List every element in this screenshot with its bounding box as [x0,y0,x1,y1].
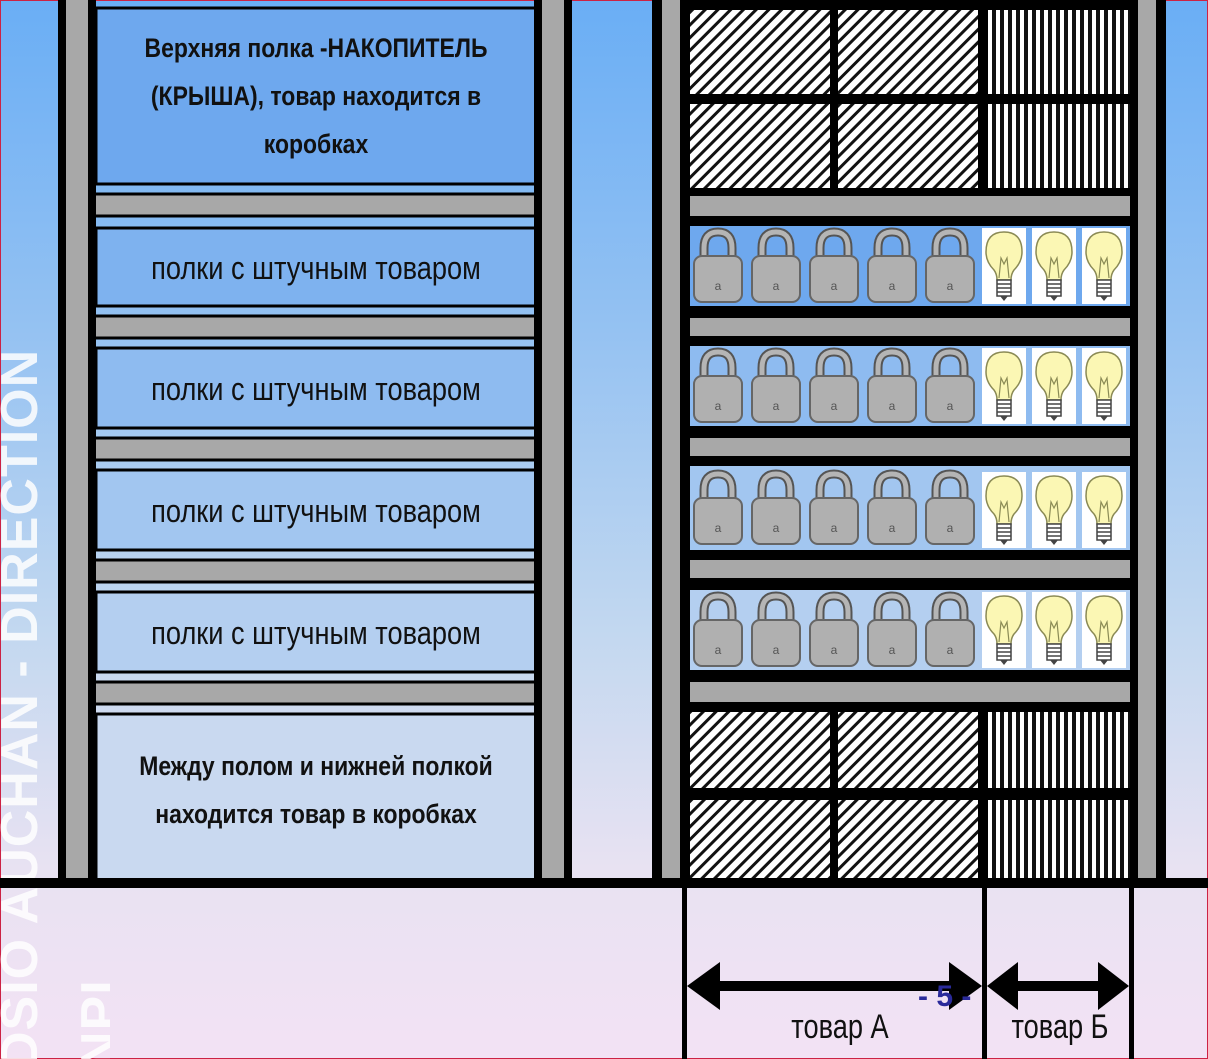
lightbulb-icon [1081,591,1127,669]
shelf-label-3: полки с штучным товаром [151,492,481,529]
shelf-label-4: полки с штучным товаром [151,614,481,651]
lightbulb-icon [1031,227,1077,305]
page-number: - 5 - [918,980,972,1013]
left-rack [58,0,572,885]
lightbulb-icon [1031,471,1077,549]
lightbulb-icon [981,227,1027,305]
product-a-label: товар А [791,1008,889,1046]
floor-line [0,878,1208,888]
top-shelf-label: Верхняя полка -НАКОПИТЕЛЬ (КРЫША), товар… [144,33,488,159]
right-rack [652,0,1166,884]
lightbulb-icon [1031,347,1077,425]
product-b-label: товар Б [1011,1008,1109,1046]
lightbulb-icon [1081,471,1127,549]
shelf-label-2: полки с штучным товаром [151,370,481,407]
lightbulb-icon [1081,347,1127,425]
lightbulb-icon [981,591,1027,669]
dimension-lines [682,888,1134,1059]
lightbulb-icon [981,471,1027,549]
lightbulb-icon [1031,591,1077,669]
lightbulb-icon [1081,227,1127,305]
lightbulb-icon [981,347,1027,425]
shelf-label-1: полки с штучным товаром [151,249,481,286]
bottom-shelf-label: Между полом и нижней полкой находится то… [139,751,493,829]
